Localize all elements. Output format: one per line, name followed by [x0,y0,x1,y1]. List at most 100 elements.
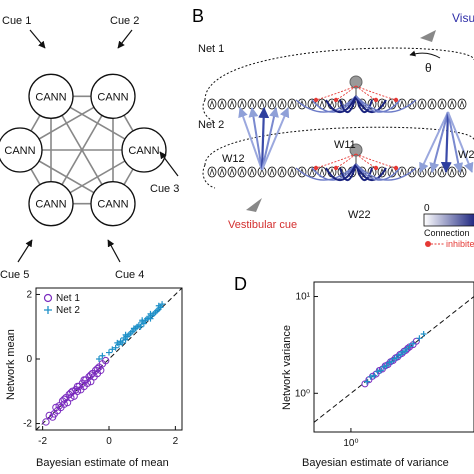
colorbar [423,213,474,227]
excitatory-connection [355,163,387,181]
neuron-glyph [429,99,435,108]
neuron-glyph [319,167,325,176]
theta-arrow [409,50,441,59]
colorbar-title: Connection [424,228,470,238]
inhibitory-synapse [313,165,319,171]
net-1-ring-left [202,99,216,123]
excitatory-connection [355,163,401,181]
net-2-point [159,301,166,308]
w21-connections [419,111,474,174]
cann-node: CANN [121,127,167,173]
neuron-glyph [449,99,455,108]
neuron [227,98,237,110]
cue-arrows: Cue 1 Cue 2 Cue 3 Cue 4 Cue 5 [0,15,179,281]
net-1-label: Net 1 [198,43,224,55]
net-2-neurons [207,143,467,178]
y-tick-label: 2 [26,289,32,300]
visual-cue-label: Visu [452,11,474,25]
neuron-glyph [219,99,225,108]
inhibitory-legend-label: inhibite [446,239,474,249]
net-2-point [130,325,137,332]
panel-d-letter: D [234,274,247,294]
net-2-point [406,343,413,350]
neuron [207,98,217,110]
excitatory-connection [339,95,357,113]
cue-3-label: Cue 3 [150,183,179,195]
excitatory-connection [325,95,357,113]
neuron [287,98,297,110]
inhibitory-connection [315,153,357,169]
cann-node-circle [0,127,43,173]
y-tick-label: 10¹ [296,292,311,303]
cann-node-label: CANN [35,91,66,103]
vestibular-cue-label: Vestibular cue [228,219,297,231]
net-1-point [55,402,63,410]
panel-c-ylabel: Network mean [5,329,17,400]
panel-c-xlabel: Bayesian estimate of mean [36,457,169,469]
neuron-glyph [289,99,295,108]
neuron [237,98,247,110]
net-2-ring-back [204,126,474,166]
net-2-point [99,352,106,359]
neuron-glyph [209,167,215,176]
neuron [437,166,447,178]
neuron [247,98,257,110]
x-tick-label: 10⁰ [343,438,358,449]
neuron-glyph [269,167,275,176]
neuron [247,166,257,178]
net-2-point [420,330,427,337]
neuron [427,98,437,110]
y-tick-label: -2 [23,419,32,430]
neuron-glyph [399,99,405,108]
inhibitory-connection [355,85,397,101]
cann-node-label: CANN [35,199,66,211]
net-2-point [112,344,119,351]
neuron [227,166,237,178]
neuron [237,166,247,178]
net-1-ring-back [204,47,474,101]
excitatory-connection [295,163,357,181]
cue-4-label: Cue 4 [115,269,144,281]
cann-node: CANN [90,73,136,119]
cann-node-circle [90,73,136,119]
w21-label: W2 [458,149,474,161]
neuron-glyph [239,167,245,176]
neuron [217,98,227,110]
neuron [267,166,277,178]
inhibitory-synapse [393,97,399,103]
w22-label: W22 [348,209,371,221]
net-2-point [96,356,103,362]
neuron-glyph [399,167,405,176]
neuron-glyph [219,167,225,176]
neuron-glyph [459,99,465,108]
inhibitory-connection [355,153,397,169]
inhibitory-synapse [333,97,339,103]
net-1-point [60,395,68,404]
cann-node: CANN [90,181,136,227]
panel-d-ticks: 10⁰ 10⁰ 10¹ [295,292,359,449]
net-1-point [80,376,88,384]
excitatory-connection [311,163,357,181]
net-1-point [87,371,95,379]
net-2-point [155,302,162,309]
excitatory-connection [325,163,357,181]
excitatory-connection [355,95,417,113]
x-tick-label: 0 [106,436,112,447]
panel-d-ylabel: Network variance [281,325,293,410]
inhibitory-connection [335,85,357,101]
inhibitory-connection [355,85,377,101]
theta-label: θ [425,61,432,75]
x-tick-label: 2 [173,436,179,447]
net-1-point [93,364,102,373]
neuron [447,98,457,110]
legend-net-1-marker [43,293,53,303]
recurrent-connections [295,85,417,181]
y-tick-label: 10⁰ [295,388,310,399]
neuron [207,166,217,178]
y-tick-label: 0 [26,354,32,365]
net-2-label: Net 2 [198,119,224,131]
inhibitory-legend-dot [425,241,431,247]
